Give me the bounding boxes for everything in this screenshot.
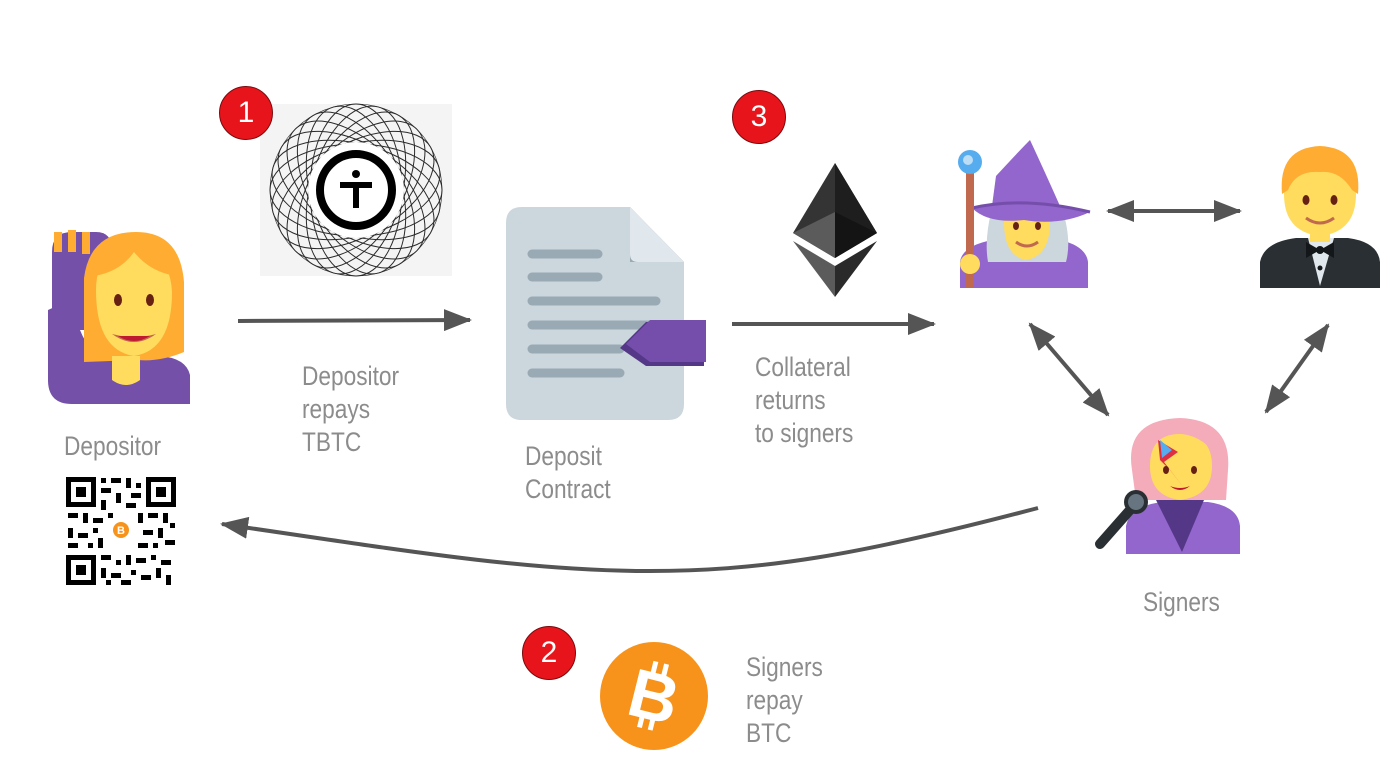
man-in-tuxedo-icon <box>1260 146 1380 288</box>
document-icon <box>506 207 706 420</box>
deposit-contract-label: Deposit Contract <box>525 440 611 506</box>
step-badge-2: 2 <box>522 626 576 680</box>
signers-label: Signers <box>1143 587 1220 617</box>
tbtc-logo-icon <box>260 103 452 277</box>
deposit-contract-line-2: Contract <box>525 474 611 504</box>
depositor-label: Depositor <box>64 431 162 461</box>
arrow-tuxedo-singer <box>1264 323 1330 414</box>
arrow-mage-singer <box>1028 322 1110 417</box>
step3-label: Collateral returns to signers <box>755 351 853 450</box>
bitcoin-icon: B <box>600 642 708 750</box>
step3-line-3: to signers <box>755 418 854 448</box>
step-badge-1: 1 <box>219 86 273 140</box>
step2-label: Signers repay BTC <box>746 651 823 750</box>
step3-line-2: returns <box>755 385 826 415</box>
arrow-depositor-to-contract <box>237 309 472 332</box>
step3-line-1: Collateral <box>755 352 851 382</box>
step1-line-1: Depositor <box>302 361 400 391</box>
arrow-signers-to-depositor <box>220 506 1039 574</box>
step1-label: Depositor repays TBTC <box>302 360 399 459</box>
step2-line-2: repay <box>746 685 803 715</box>
deposit-contract-line-1: Deposit <box>525 441 602 471</box>
step2-line-3: BTC <box>746 718 792 748</box>
step1-line-3: TBTC <box>302 427 362 457</box>
bitcoin-qr-code-icon: B <box>66 477 176 585</box>
ethereum-icon <box>793 163 877 297</box>
woman-singer-icon <box>1095 418 1240 554</box>
svg-text:B: B <box>117 525 125 537</box>
woman-raising-hand-icon <box>48 230 190 404</box>
step1-line-2: repays <box>302 394 371 424</box>
woman-mage-icon <box>958 140 1091 288</box>
step-badge-3: 3 <box>732 90 786 144</box>
step2-line-1: Signers <box>746 652 823 682</box>
